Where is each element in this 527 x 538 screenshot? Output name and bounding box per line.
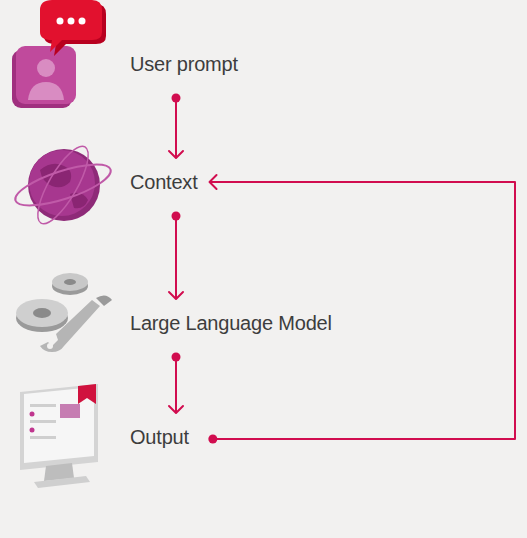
step-label: Output: [130, 425, 189, 449]
step-node: Context: [128, 170, 200, 194]
arrow-head: [210, 175, 217, 189]
start-dot: [172, 94, 181, 103]
flow-arrow: [208, 175, 515, 444]
step-label: Context: [130, 170, 198, 194]
monitor-icon: [20, 384, 98, 488]
start-dot: [172, 212, 181, 221]
connector-line: [175, 98, 177, 158]
arrow-head: [169, 292, 183, 299]
start-dot: [208, 435, 217, 444]
start-dot: [172, 353, 181, 362]
gears-icon: [16, 273, 112, 352]
flow-arrow: [169, 212, 183, 300]
globe-icon: [11, 140, 115, 230]
flow-arrow: [169, 94, 183, 159]
step-node: User prompt: [128, 52, 240, 76]
arrow-head: [169, 151, 183, 158]
step-node: Large Language Model: [128, 311, 334, 335]
step-node: Output: [128, 425, 191, 449]
connector-line: [210, 182, 515, 439]
user-icon: [12, 0, 106, 108]
flow-arrow: [169, 353, 183, 414]
connector-line: [175, 357, 177, 413]
step-label: User prompt: [130, 52, 238, 76]
arrow-head: [169, 406, 183, 413]
connector-line: [175, 216, 177, 299]
step-label: Large Language Model: [130, 311, 332, 335]
